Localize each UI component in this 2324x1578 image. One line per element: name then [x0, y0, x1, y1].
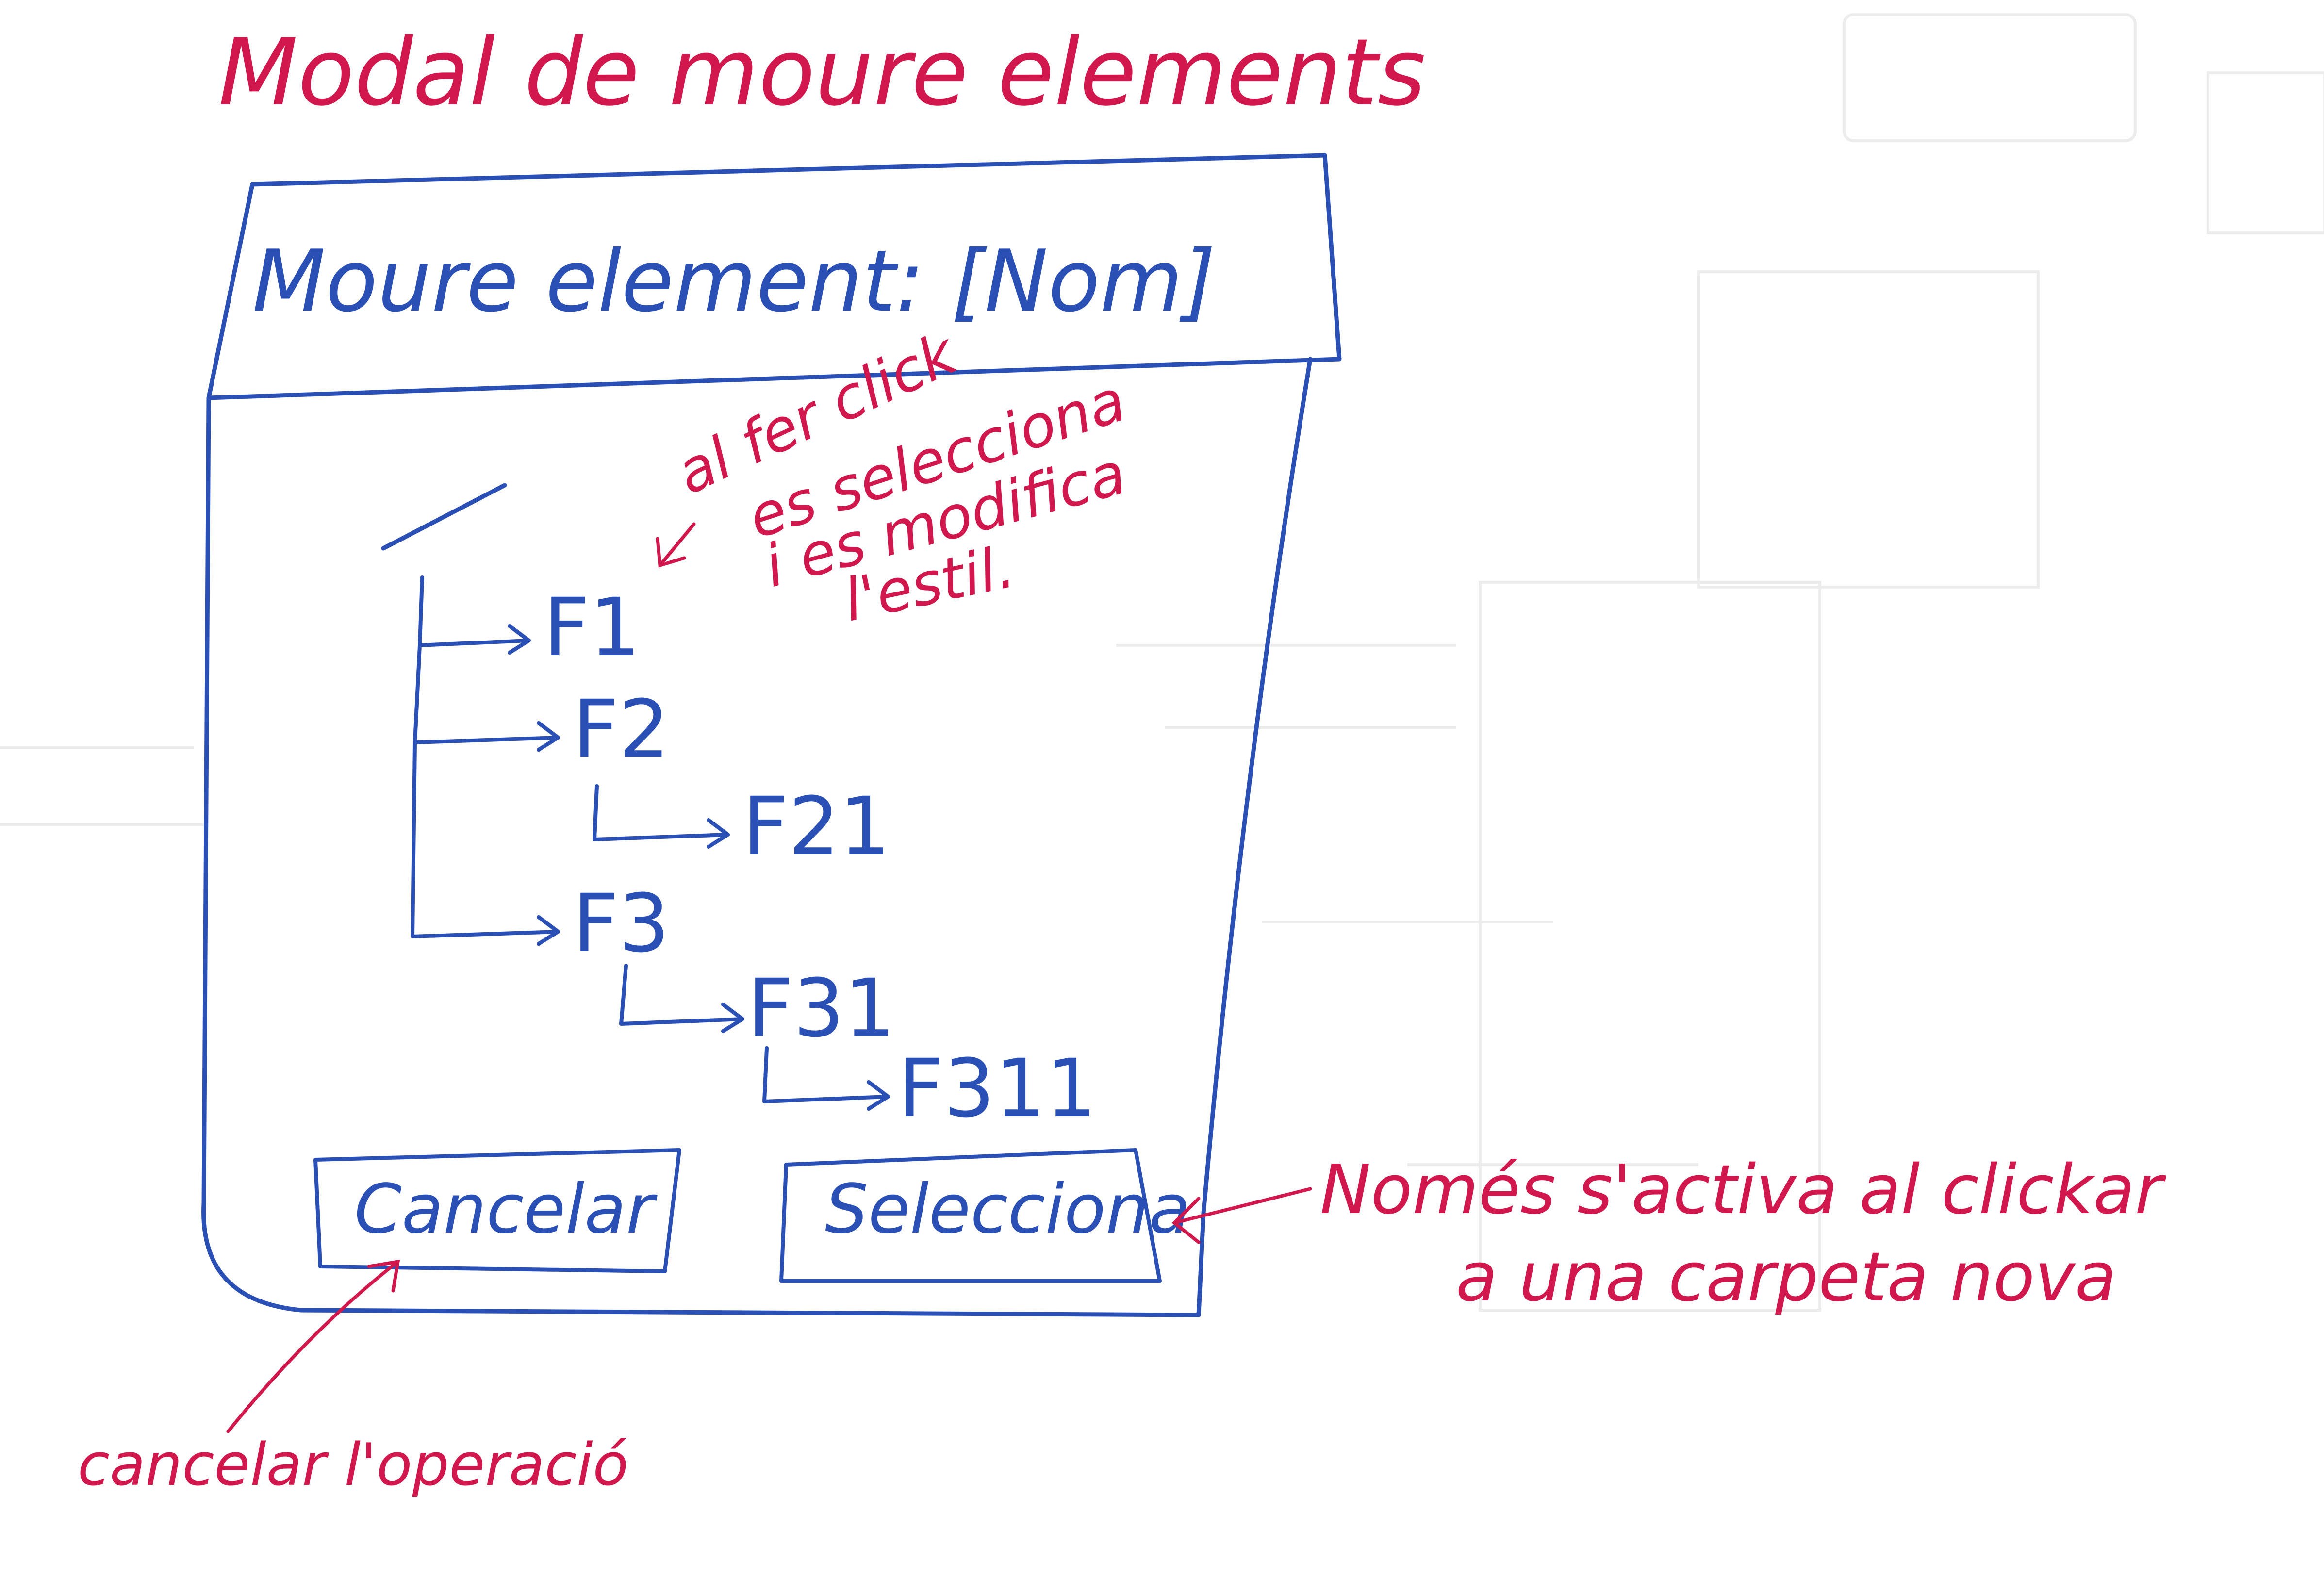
- select-button[interactable]: Selecciona: [779, 1148, 1190, 1283]
- tree-connectors: [411, 575, 890, 1111]
- cancel-button-label: Cancelar: [354, 1170, 658, 1249]
- cancel-note-arrow: [226, 1259, 400, 1433]
- folder-tree: F1 F2 F21 F3 F31 F311: [544, 581, 1097, 1135]
- tree-item-f1[interactable]: F1: [544, 581, 641, 674]
- tree-item-f31[interactable]: F31: [747, 962, 895, 1055]
- cancel-button[interactable]: Cancelar: [313, 1148, 681, 1273]
- click-note-arrow: [656, 522, 696, 568]
- tree-item-f21[interactable]: F21: [742, 780, 890, 873]
- cancel-annotation: cancelar l'operació: [78, 1259, 628, 1499]
- select-annotation: Només s'activa al clickar a una carpeta …: [1171, 1151, 2166, 1317]
- modal-body-frame: [201, 357, 1313, 1317]
- select-note-arrow: [1171, 1187, 1312, 1244]
- page-title: Modal de moure elements: [218, 19, 1426, 126]
- tree-item-f2[interactable]: F2: [573, 683, 670, 776]
- select-button-label: Selecciona: [825, 1170, 1190, 1249]
- select-note-line-2: a una carpeta nova: [1456, 1238, 2117, 1317]
- select-note-line-1: Només s'activa al clickar: [1320, 1151, 2166, 1230]
- tree-item-f3[interactable]: F3: [573, 877, 670, 970]
- tree-root-symbol: [381, 483, 507, 551]
- tree-item-f311[interactable]: F311: [898, 1042, 1097, 1135]
- cancel-note-text: cancelar l'operació: [78, 1431, 628, 1499]
- modal-title: Moure element: [Nom]: [252, 232, 1216, 331]
- modal-header-frame: [206, 153, 1342, 400]
- modal-dialog: [201, 153, 1342, 1317]
